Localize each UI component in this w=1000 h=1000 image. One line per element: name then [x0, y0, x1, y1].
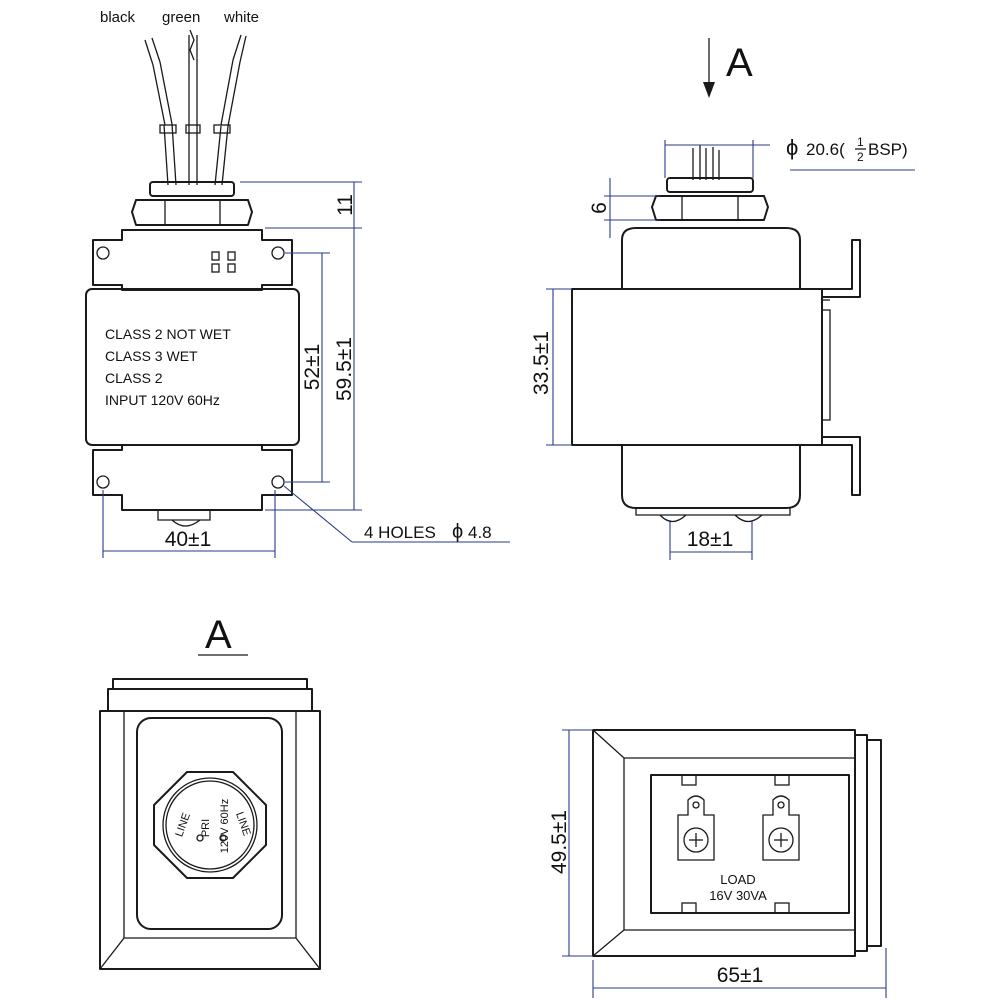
- primary-line-right: LINE: [233, 810, 253, 837]
- front-view: black green white CLASS 2 NOT W: [85, 9, 510, 558]
- view-arrow-icon: [703, 82, 715, 98]
- view-arrow-label: A: [726, 41, 753, 85]
- screw-terminal-left: [677, 795, 715, 861]
- front-body: [85, 229, 300, 527]
- primary-pri: PRI: [200, 819, 212, 837]
- dim-40: 40±1: [165, 528, 212, 551]
- dim-11: 11: [334, 194, 357, 216]
- side-view: A ϕ 20.6( 1 2: [530, 38, 915, 560]
- label-line-3: CLASS 2: [105, 370, 163, 386]
- label-line-4: INPUT 120V 60Hz: [105, 392, 220, 408]
- dim-6: 6: [588, 202, 611, 214]
- thread-phi: ϕ: [786, 135, 798, 160]
- thread-fraction-num: 1: [857, 135, 864, 149]
- dim-18: 18±1: [687, 528, 734, 551]
- front-dimensions: [102, 181, 510, 558]
- top-view-a: A LINE LINE PRI 120V 60Hz: [99, 613, 321, 970]
- thread-fraction-den: 2: [857, 150, 864, 164]
- wire-label-black: black: [100, 9, 136, 26]
- thread-dia: 20.6(: [806, 140, 845, 159]
- label-line-2: CLASS 3 WET: [105, 348, 198, 364]
- label-line-1: CLASS 2 NOT WET: [105, 326, 231, 342]
- primary-line-left: LINE: [173, 811, 193, 838]
- dim-33-5: 33.5±1: [530, 331, 553, 395]
- dim-holes-phi: ϕ: [452, 521, 463, 543]
- wire-label-green: green: [162, 9, 200, 26]
- thread-bsp: BSP): [868, 140, 908, 159]
- dim-holes: 4 HOLES: [364, 523, 436, 542]
- dim-49-5: 49.5±1: [548, 810, 571, 874]
- screw-terminal-right: [762, 795, 800, 861]
- dim-holes-dia: 4.8: [468, 523, 492, 542]
- wire-label-white: white: [223, 9, 259, 26]
- lead-wires: [144, 29, 247, 186]
- dim-65: 65±1: [717, 964, 764, 987]
- grommet-nut: [131, 181, 253, 226]
- section-label: A: [205, 613, 232, 657]
- primary-rating: 120V 60Hz: [219, 799, 231, 853]
- load-label: LOAD: [720, 872, 755, 887]
- dim-52: 52±1: [301, 344, 324, 391]
- dim-59-5: 59.5±1: [333, 337, 356, 401]
- load-rating: 16V 30VA: [709, 888, 767, 903]
- bottom-view: LOAD 16V 30VA 49.5±1 65±1: [548, 729, 887, 998]
